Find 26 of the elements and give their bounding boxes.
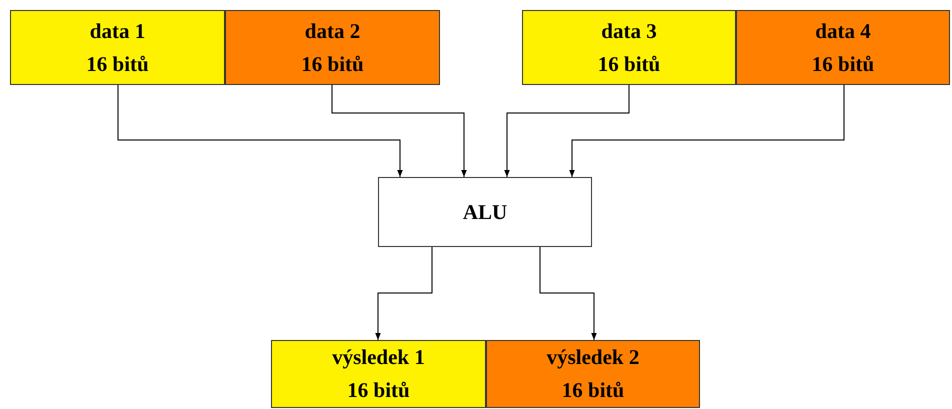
data-box <box>736 10 950 85</box>
box-label: data 2 <box>304 18 360 44</box>
arrow <box>504 84 630 178</box>
arrow <box>569 84 844 178</box>
alu-box <box>378 177 592 247</box>
result-box <box>486 340 700 408</box>
box-label: data 3 <box>601 18 657 44</box>
data-box <box>10 10 225 85</box>
box-label: ALU <box>462 198 508 226</box>
data-box <box>225 10 440 85</box>
result-box <box>271 340 486 408</box>
box-label: 16 bitů <box>812 50 874 78</box>
arrow <box>118 84 403 178</box>
box-label: 16 bitů <box>562 377 624 404</box>
arrow <box>375 246 432 340</box>
box-label: data 1 <box>90 18 146 44</box>
box-label: výsledek 2 <box>546 344 640 371</box>
data-box <box>522 10 736 85</box>
box-label: 16 bitů <box>347 377 410 404</box>
box-label: 16 bitů <box>301 50 364 78</box>
arrow <box>332 84 467 178</box>
arrow <box>540 246 597 340</box>
box-label: data 4 <box>815 18 871 44</box>
box-label: 16 bitů <box>86 50 149 78</box>
box-label: výsledek 1 <box>332 344 425 371</box>
box-label: 16 bitů <box>598 50 660 78</box>
